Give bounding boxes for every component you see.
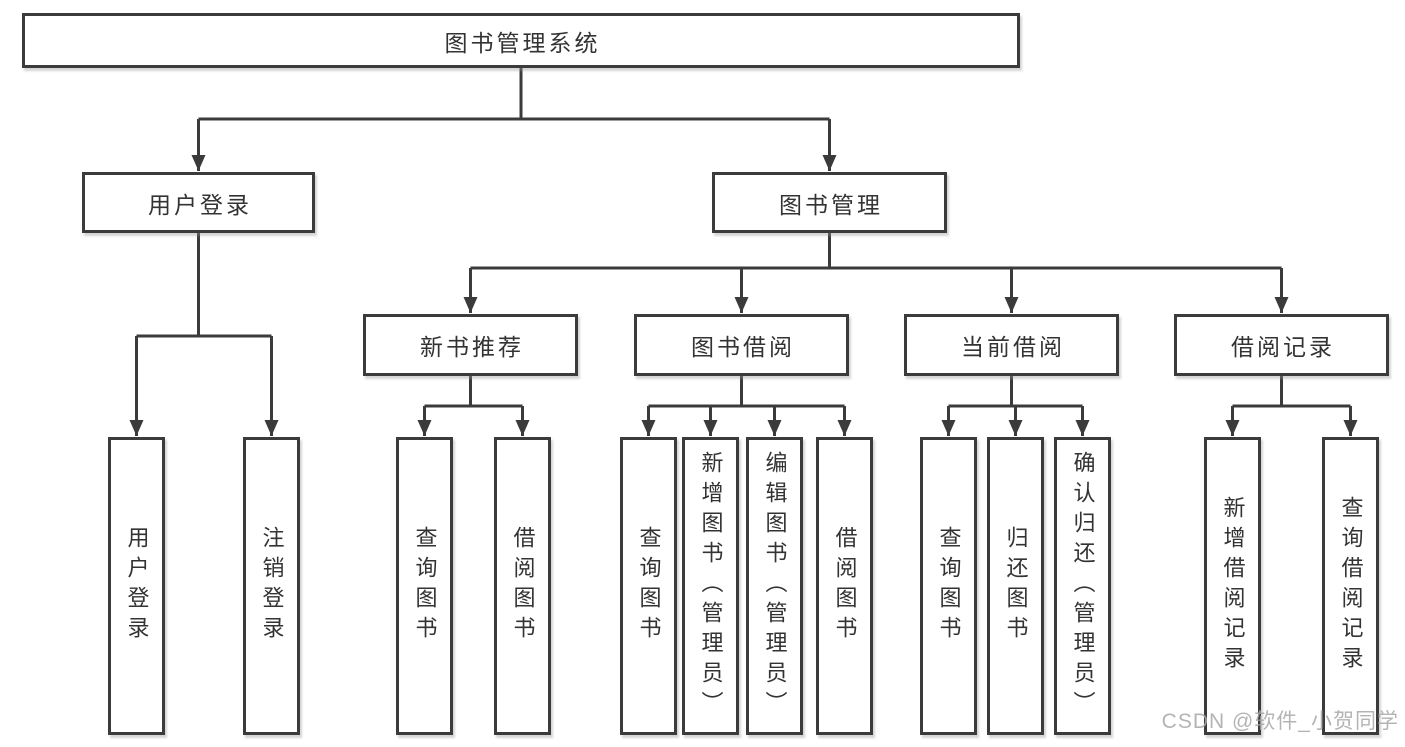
node-book-management: 图书管理 (712, 172, 947, 233)
leaf-query-books-current: 查询图书 (920, 437, 977, 735)
csdn-watermark: CSDN @软件_小贺同学 (1161, 710, 1399, 733)
leaf-user-login: 用户登录 (108, 437, 165, 735)
leaf-query-borrow-record: 查询借阅记录 (1322, 437, 1379, 735)
leaf-confirm-return-admin: 确认归还（管理员） (1054, 437, 1111, 735)
leaf-query-books-recommend: 查询图书 (396, 437, 453, 735)
leaf-logout: 注销登录 (243, 437, 300, 735)
leaf-borrow-books: 借阅图书 (816, 437, 873, 735)
node-user-login: 用户登录 (82, 172, 315, 233)
leaf-edit-book-admin: 编辑图书（管理员） (746, 437, 803, 735)
node-current-borrowing: 当前借阅 (904, 314, 1119, 376)
node-new-book-recommend: 新书推荐 (363, 314, 578, 376)
node-book-borrowing: 图书借阅 (634, 314, 849, 376)
leaf-add-borrow-record: 新增借阅记录 (1204, 437, 1261, 735)
leaf-borrow-books-recommend: 借阅图书 (494, 437, 551, 735)
leaf-return-book: 归还图书 (987, 437, 1044, 735)
leaf-add-book-admin: 新增图书（管理员） (682, 437, 739, 735)
node-library-management-system: 图书管理系统 (22, 13, 1020, 68)
leaf-query-books-borrowing: 查询图书 (620, 437, 677, 735)
node-borrow-records: 借阅记录 (1174, 314, 1389, 376)
